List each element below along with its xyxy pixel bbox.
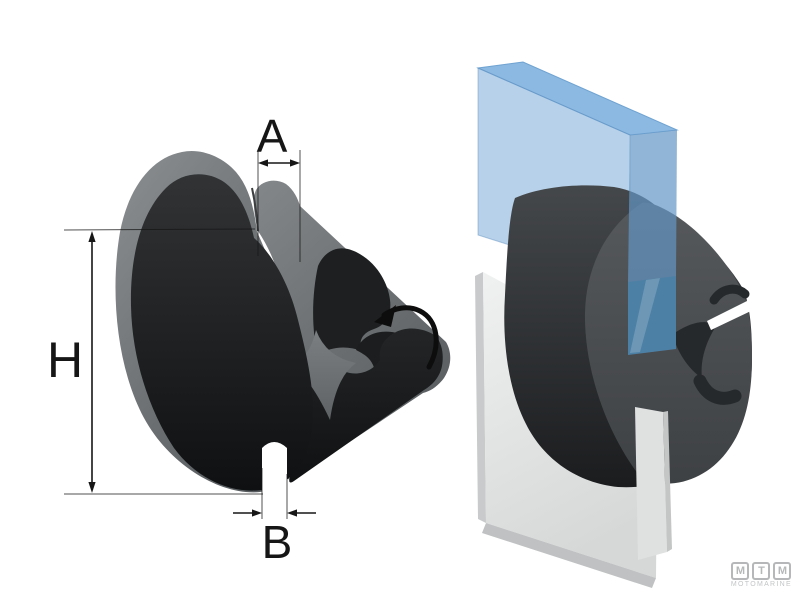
panel-strip-edge [663, 411, 672, 552]
panel-left-edge [475, 272, 486, 523]
seal-channel-star [292, 330, 356, 420]
rotation-arrow [374, 305, 439, 370]
seal-lobe-face [130, 174, 313, 491]
dimension-a-label: A [257, 110, 288, 162]
seal-channel-detail [693, 374, 742, 405]
seal-hook-detail [675, 322, 716, 378]
panel-strip-front [635, 407, 667, 560]
dimension-b [233, 468, 316, 519]
seal-inner-lip-face [313, 248, 391, 355]
dimension-a [257, 150, 301, 262]
logo-letter-box: T [752, 562, 771, 580]
panel-bottom-edge [482, 523, 656, 588]
seal-bottom-face [289, 328, 443, 483]
mtm-logo-letters: M T M [731, 562, 792, 580]
seal-installed-illustration [475, 61, 753, 588]
logo-letter: M [777, 564, 788, 577]
dimension-h-label: H [47, 332, 83, 388]
glass-end-reflection [630, 278, 660, 353]
logo-letter: M [735, 564, 746, 577]
logo-letter: T [758, 564, 765, 577]
mtm-logo: M T M MOTOMARINE [731, 562, 792, 588]
panel-through-slot [635, 407, 672, 560]
seal-bottom-slot-gap [262, 442, 287, 524]
glass-right-face [628, 130, 677, 283]
rubber-seal-cross-section [115, 150, 451, 524]
glass-end-in-slot [628, 276, 676, 355]
seal-lip-slit [707, 300, 753, 330]
logo-letter-box: M [731, 562, 750, 580]
dimension-h [63, 228, 263, 495]
dimension-annotations [63, 150, 316, 519]
seal-lip-curl-detail [709, 284, 750, 305]
seal-profile-drawing: A H B [47, 110, 451, 568]
logo-letter-box: M [773, 562, 792, 580]
logo-subtitle: MOTOMARINE [730, 581, 792, 588]
dimension-b-label: B [262, 516, 293, 568]
